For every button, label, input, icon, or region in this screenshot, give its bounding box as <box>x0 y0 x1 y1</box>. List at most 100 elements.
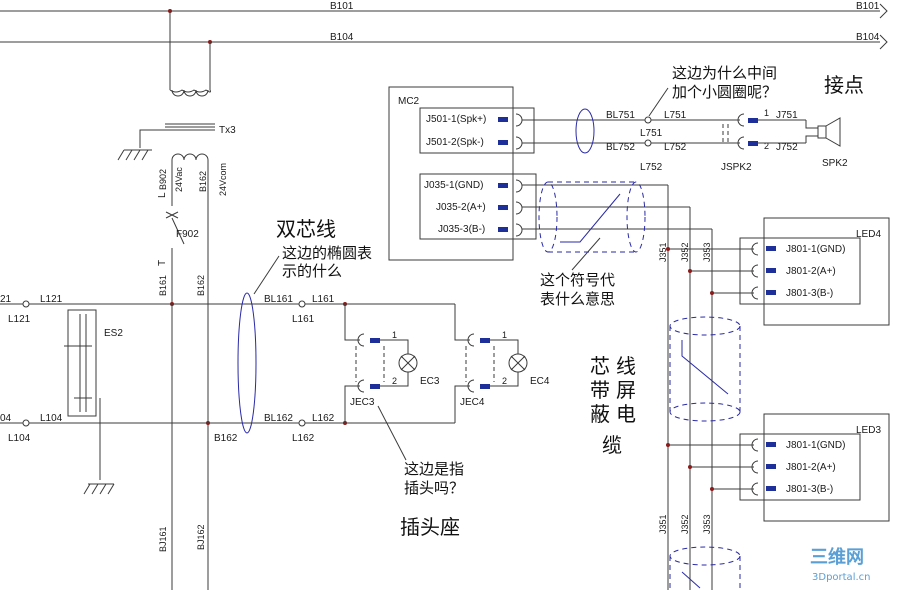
wire-l161-node-label: L161 <box>292 314 315 325</box>
jec3-pin1: 1 <box>392 330 397 340</box>
ec3-ref: EC3 <box>420 376 440 387</box>
wire-j352-label: J352 <box>680 242 690 262</box>
connector-jspk2: 1 2 JSPK2 J751 J752 <box>721 108 818 173</box>
wire-j751-label: J751 <box>776 110 798 121</box>
led3-pin-3: J801-3(B-) <box>786 484 833 495</box>
wire-bl162-label: BL162 <box>264 413 293 424</box>
wire-bj162-label: BJ162 <box>196 524 206 550</box>
wire-b162-label: B162 <box>196 275 206 296</box>
wire-l104-a-label: 04 <box>0 413 12 424</box>
transformer-ref: Tx3 <box>219 125 236 136</box>
bus-b104-end-label: B104 <box>856 32 880 43</box>
bus-b101-end-label: B101 <box>856 1 880 12</box>
annotation-shielded-1a: 芯 <box>590 354 610 378</box>
led3-ref: LED3 <box>856 425 881 436</box>
annotation-shielded-1b: 带 <box>590 378 610 402</box>
wire-j752-label: J752 <box>776 142 798 153</box>
mc2-pin-5: J035-3(B-) <box>438 224 485 235</box>
bus-b104: B104 B104 <box>0 32 888 50</box>
mc2-pin-3: J035-1(GND) <box>424 180 483 191</box>
led3-pin-1: J801-1(GND) <box>786 440 845 451</box>
junction-dot <box>666 443 670 447</box>
fuse-l-label: L <box>157 192 168 198</box>
wire-bl161-label: BL161 <box>264 294 293 305</box>
spk2-ref: SPK2 <box>822 158 848 169</box>
annotation-plug-q1: 这边是指 <box>404 460 464 478</box>
annotation-circle-q1: 这边为什么中间 <box>672 64 777 82</box>
jec4-pin2: 2 <box>502 376 507 386</box>
mc2-ref: MC2 <box>398 96 420 107</box>
speaker-spk2: SPK2 <box>817 117 848 169</box>
switch-es2: 21 L121 L121 04 L104 L104 ES2 <box>0 294 208 495</box>
wire-bl752-label: BL752 <box>606 142 635 153</box>
annotation-twin-core: 双芯线 <box>276 217 336 241</box>
wire-l162-node-label: L162 <box>292 433 315 444</box>
connector-jec4: 1 2 JEC4 EC4 <box>454 304 550 423</box>
bus-b101-label: B101 <box>330 1 354 12</box>
twin-core-cable: BL161 L161 L161 BL162 L162 L162 <box>172 292 455 444</box>
wire-bj161-label: BJ161 <box>158 526 168 552</box>
junction-dot <box>666 247 670 251</box>
fuse-t-label: T <box>157 260 168 266</box>
led4-ref: LED4 <box>856 229 881 240</box>
annotation-shielded-1c: 蔽 <box>590 402 610 426</box>
bus-b104-label: B104 <box>330 32 354 43</box>
junction-dot <box>688 465 692 469</box>
speaker-cable: BL751 L751 L751 BL752 L752 L752 <box>522 108 740 173</box>
led4-pin-2: J801-2(A+) <box>786 266 836 277</box>
wire-l104-b-label: L104 <box>40 413 63 424</box>
junction-dot <box>688 269 692 273</box>
jspk2-pin2: 2 <box>764 141 769 151</box>
fuse-f902: F902 L T B161 BJ161 <box>157 175 199 590</box>
wire-l752-node-label: L752 <box>640 162 663 173</box>
controller-mc2: MC2 J501-1(Spk+) J501-2(Spk-) J035-1(GND… <box>388 86 537 261</box>
watermark: 三维网 3Dportal.cn <box>810 546 870 583</box>
jspk2-ref: JSPK2 <box>721 162 752 173</box>
junction-dot <box>710 487 714 491</box>
wire-l751-label: L751 <box>664 110 687 121</box>
annotation-shielded-2c: 电 <box>616 402 636 426</box>
wire-l121-a-label: 21 <box>0 294 12 305</box>
annotations: 双芯线 这边的椭圆表 示的什么 这边为什么中间 加个小圆圈呢？ 接点 这个符号代… <box>253 64 864 539</box>
annotation-socket: 插头座 <box>400 515 460 539</box>
wire-b161-label: B161 <box>158 275 168 296</box>
annotation-circle-q2: 加个小圆圈呢？ <box>672 83 777 101</box>
wire-j353-label: J353 <box>702 242 712 262</box>
annotation-ellipse-q1: 这边的椭圆表 <box>282 244 372 262</box>
annotation-contact-point: 接点 <box>824 73 864 97</box>
led3-pin-2: J801-2(A+) <box>786 462 836 473</box>
wire-j351-b-label: J351 <box>658 514 668 534</box>
jec3-ref: JEC3 <box>350 397 375 408</box>
fuse-ref: F902 <box>176 229 199 240</box>
es2-ref: ES2 <box>104 328 123 339</box>
volts-24vac-label: 24Vac <box>174 167 184 192</box>
jec4-ref: JEC4 <box>460 397 485 408</box>
display-led4: LED4 J801-1(GND) J801-2(A+) J801-3(B-) <box>668 217 890 326</box>
wire-j351-label: J351 <box>658 242 668 262</box>
wire-bl751-label: BL751 <box>606 110 635 121</box>
net-b902-label: B902 <box>158 169 168 190</box>
annotation-symbol-q1: 这个符号代 <box>540 271 615 289</box>
annotation-shielded-2b: 屏 <box>616 378 636 402</box>
jec3-pin2: 2 <box>392 376 397 386</box>
bus-b101: B101 B101 <box>0 1 888 19</box>
mc2-pin-4: J035-2(A+) <box>436 202 486 213</box>
junction-dot <box>710 291 714 295</box>
watermark-logo: 三维网 <box>810 546 864 568</box>
jec4-pin1: 1 <box>502 330 507 340</box>
jspk2-pin1: 1 <box>764 108 769 118</box>
annotation-plug-q2: 插头吗？ <box>404 479 464 497</box>
wire-j353-b-label: J353 <box>702 514 712 534</box>
annotation-ellipse-q2: 示的什么 <box>282 262 342 280</box>
led4-pin-1: J801-1(GND) <box>786 244 845 255</box>
wire-l161-label: L161 <box>312 294 335 305</box>
annotation-shielded-2a: 线 <box>616 354 636 378</box>
wire-l121-c-label: L121 <box>8 314 31 325</box>
volts-24vcom-label: 24Vcom <box>218 163 228 196</box>
mc2-pin-1: J501-1(Spk+) <box>426 114 486 125</box>
wire-l162-label: L162 <box>312 413 335 424</box>
watermark-site: 3Dportal.cn <box>812 572 870 583</box>
wire-l121-b-label: L121 <box>40 294 63 305</box>
wire-l752-label: L752 <box>664 142 687 153</box>
